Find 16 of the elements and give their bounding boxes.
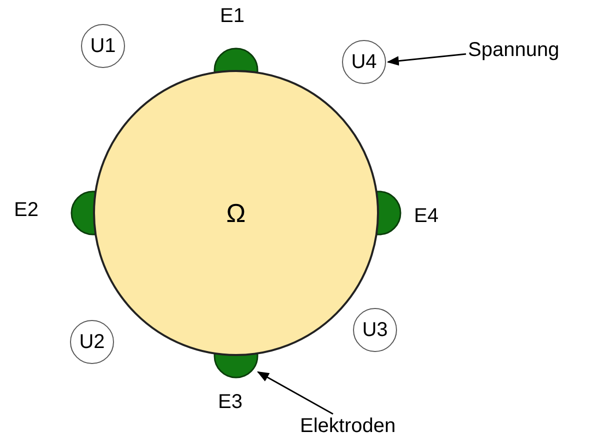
electrode-label: E3 <box>218 392 242 412</box>
annotation-text: Elektroden <box>300 416 396 436</box>
electrode <box>213 353 259 379</box>
electrode <box>376 190 402 236</box>
voltage-circle: U3 <box>353 308 397 352</box>
voltage-circle: U1 <box>81 24 125 68</box>
electrode-label: E2 <box>14 200 38 220</box>
voltage-circle: U4 <box>342 40 386 84</box>
leader-arrow <box>386 53 466 66</box>
electrode-label: E4 <box>414 206 438 226</box>
leader-arrow <box>256 371 334 415</box>
voltage-circle: U2 <box>70 320 114 364</box>
electrode-label: E1 <box>220 6 244 26</box>
electrode <box>213 47 259 73</box>
electrode <box>70 190 96 236</box>
annotation-text: Spannung <box>468 40 560 60</box>
